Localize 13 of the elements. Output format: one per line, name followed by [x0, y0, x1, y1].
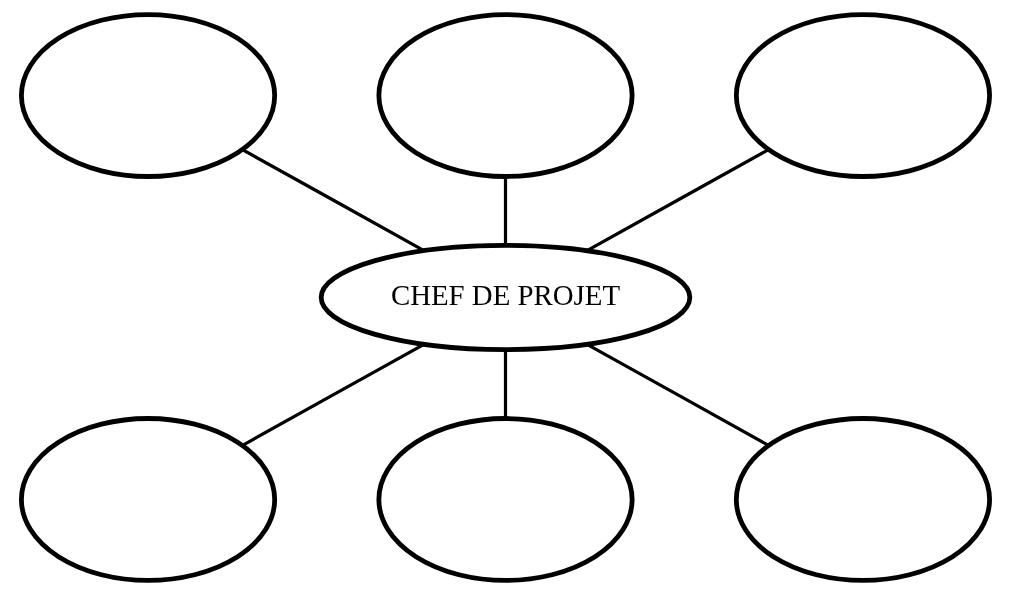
node-ellipse	[733, 416, 992, 583]
node-ellipse	[376, 12, 635, 179]
connector	[241, 343, 425, 447]
connector	[586, 148, 770, 252]
connector	[503, 349, 508, 418]
node-ellipse	[19, 12, 278, 179]
node-ellipse	[733, 12, 992, 179]
node-ellipse	[376, 416, 635, 583]
connector	[241, 148, 425, 252]
connector	[503, 176, 508, 246]
node-ellipse	[19, 416, 278, 583]
node-ellipse: CHEF DE PROJET	[318, 243, 693, 352]
connector	[586, 343, 770, 447]
